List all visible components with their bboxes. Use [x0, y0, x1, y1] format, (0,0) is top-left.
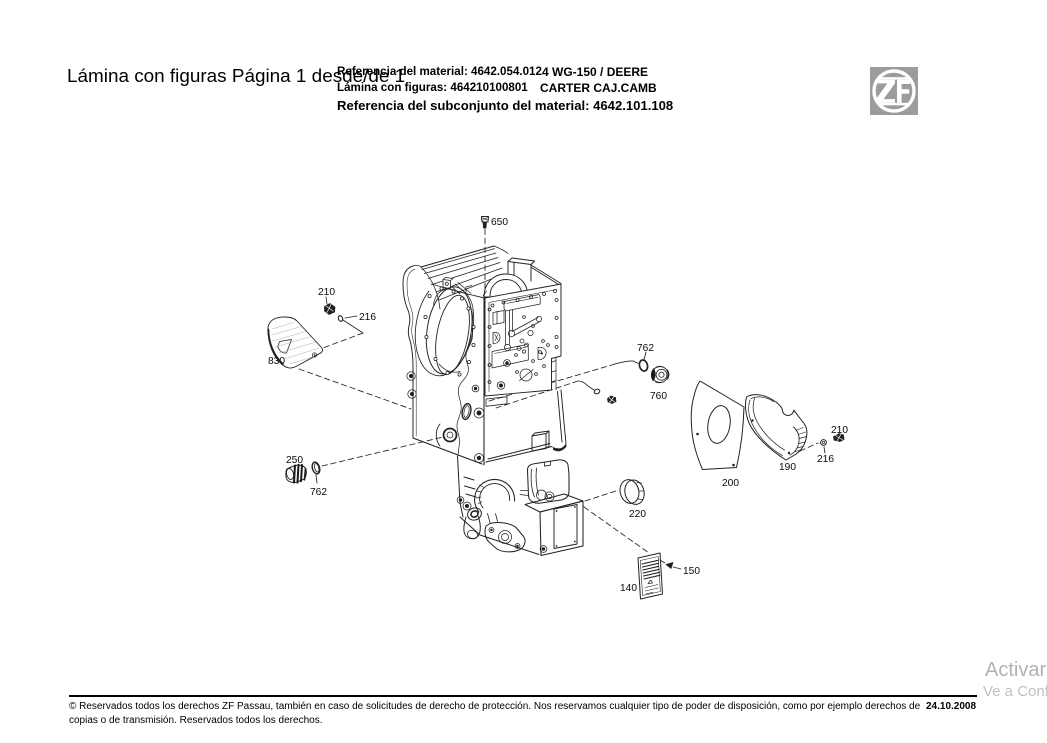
svg-text:650: 650: [491, 217, 508, 228]
svg-text:210: 210: [318, 287, 335, 298]
svg-text:762: 762: [637, 343, 654, 354]
svg-text:140: 140: [620, 583, 637, 594]
svg-text:210: 210: [831, 425, 848, 436]
svg-text:216: 216: [817, 454, 834, 465]
svg-text:830: 830: [268, 356, 285, 367]
svg-text:220: 220: [629, 509, 646, 520]
svg-text:762: 762: [310, 487, 327, 498]
svg-text:250: 250: [286, 455, 303, 466]
svg-text:760: 760: [650, 391, 667, 402]
svg-text:190: 190: [779, 462, 796, 473]
svg-text:150: 150: [683, 566, 700, 577]
svg-text:200: 200: [722, 478, 739, 489]
svg-text:216: 216: [359, 312, 376, 323]
